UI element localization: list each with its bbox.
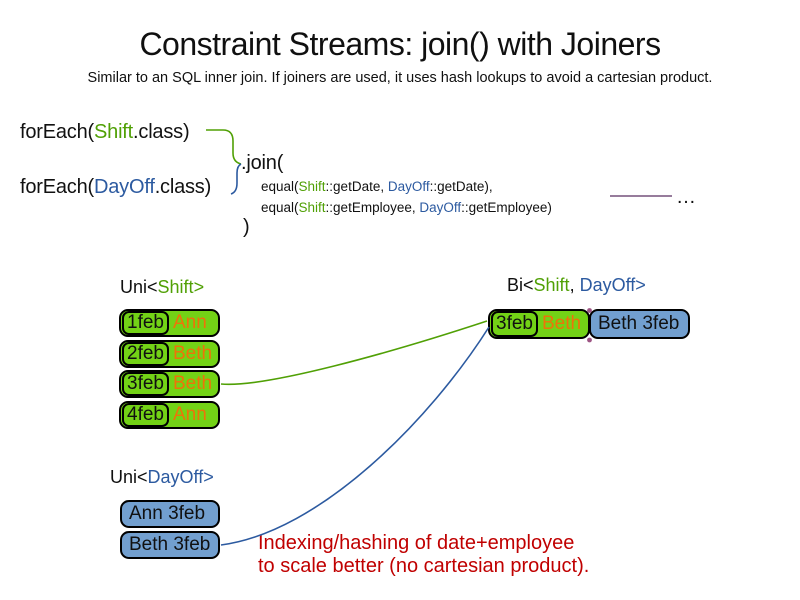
shift-date-box: 2feb	[122, 342, 169, 366]
shift-employee: Beth	[172, 373, 213, 394]
code-text: ::getDate),	[429, 179, 493, 194]
code-text: .class)	[154, 176, 212, 198]
shift-employee: Beth	[541, 313, 582, 334]
dayoff-card-row: Beth 3feb	[120, 531, 220, 559]
code-joiner-date: equal(Shift::getDate, DayOff::getDate),	[261, 179, 493, 194]
code-text: ::getEmployee,	[325, 200, 420, 215]
dayoff-class-name: DayOff	[419, 200, 462, 215]
shift-class-name: Shift	[533, 275, 570, 295]
code-text: .class)	[133, 121, 190, 143]
dayoff-card-row: Ann 3feb	[120, 500, 220, 528]
code-text: forEach(	[20, 121, 94, 143]
shift-employee: Ann	[172, 404, 207, 425]
shift-class-name: Shift	[157, 277, 194, 297]
shift-class-name: Shift	[298, 200, 326, 215]
page-title: Constraint Streams: join() with Joiners	[139, 26, 661, 62]
note-text: Indexing/hashing of date+employee to sca…	[258, 532, 589, 577]
code-join-open: .join(	[241, 152, 284, 174]
code-text: equal(	[261, 200, 299, 215]
bi-dayoff-card: Beth 3feb	[589, 309, 690, 339]
dayoff-match-curve	[220, 326, 490, 546]
code-foreach-shift: forEach(Shift.class)	[20, 121, 190, 144]
shift-match-curve	[220, 320, 488, 386]
shift-employee: Beth	[172, 343, 213, 364]
code-text: forEach(	[20, 176, 94, 198]
tuple-seam-dot-bottom	[587, 337, 592, 343]
shift-class-name: Shift	[94, 121, 134, 143]
code-join-close: )	[243, 216, 250, 238]
shift-date-box: 3feb	[122, 372, 169, 396]
shift-date-box: 3feb	[491, 311, 538, 337]
joiner-ellipsis: …	[676, 186, 697, 208]
shift-date-box: 4feb	[122, 403, 169, 427]
code-joiner-employee: equal(Shift::getEmployee, DayOff::getEmp…	[261, 200, 552, 215]
dayoff-join-brace-line	[230, 163, 242, 195]
code-text: ::getEmployee)	[461, 200, 552, 215]
label-text: ,	[569, 275, 580, 295]
label-text: Uni<	[120, 277, 158, 297]
code-text: ::getDate,	[325, 179, 388, 194]
dayoff-class-name: DayOff	[579, 275, 636, 295]
dayoff-class-name: DayOff	[94, 176, 155, 198]
code-text: equal(	[261, 179, 299, 194]
dayoff-class-name: DayOff	[387, 179, 430, 194]
uni-dayoff-label: Uni<DayOff>	[110, 467, 214, 488]
code-foreach-dayoff: forEach(DayOff.class)	[20, 176, 211, 199]
label-text: Bi<	[507, 275, 534, 295]
label-text: >	[635, 275, 646, 295]
shift-class-name: Shift	[298, 179, 326, 194]
note-line-1: Indexing/hashing of date+employee	[258, 532, 575, 554]
shift-date-box: 1feb	[122, 311, 169, 335]
shift-employee: Ann	[172, 312, 207, 333]
page-subtitle: Similar to an SQL inner join. If joiners…	[87, 70, 713, 86]
label-text: Uni<	[110, 467, 148, 487]
note-line-2: to scale better (no cartesian product).	[258, 554, 590, 577]
bi-label: Bi<Shift, DayOff>	[507, 275, 646, 296]
shift-join-brace-line	[206, 129, 242, 165]
label-text: >	[203, 467, 214, 487]
dayoff-class-name: DayOff	[147, 467, 204, 487]
label-text: >	[193, 277, 205, 297]
uni-shift-label: Uni<Shift>	[120, 277, 204, 298]
